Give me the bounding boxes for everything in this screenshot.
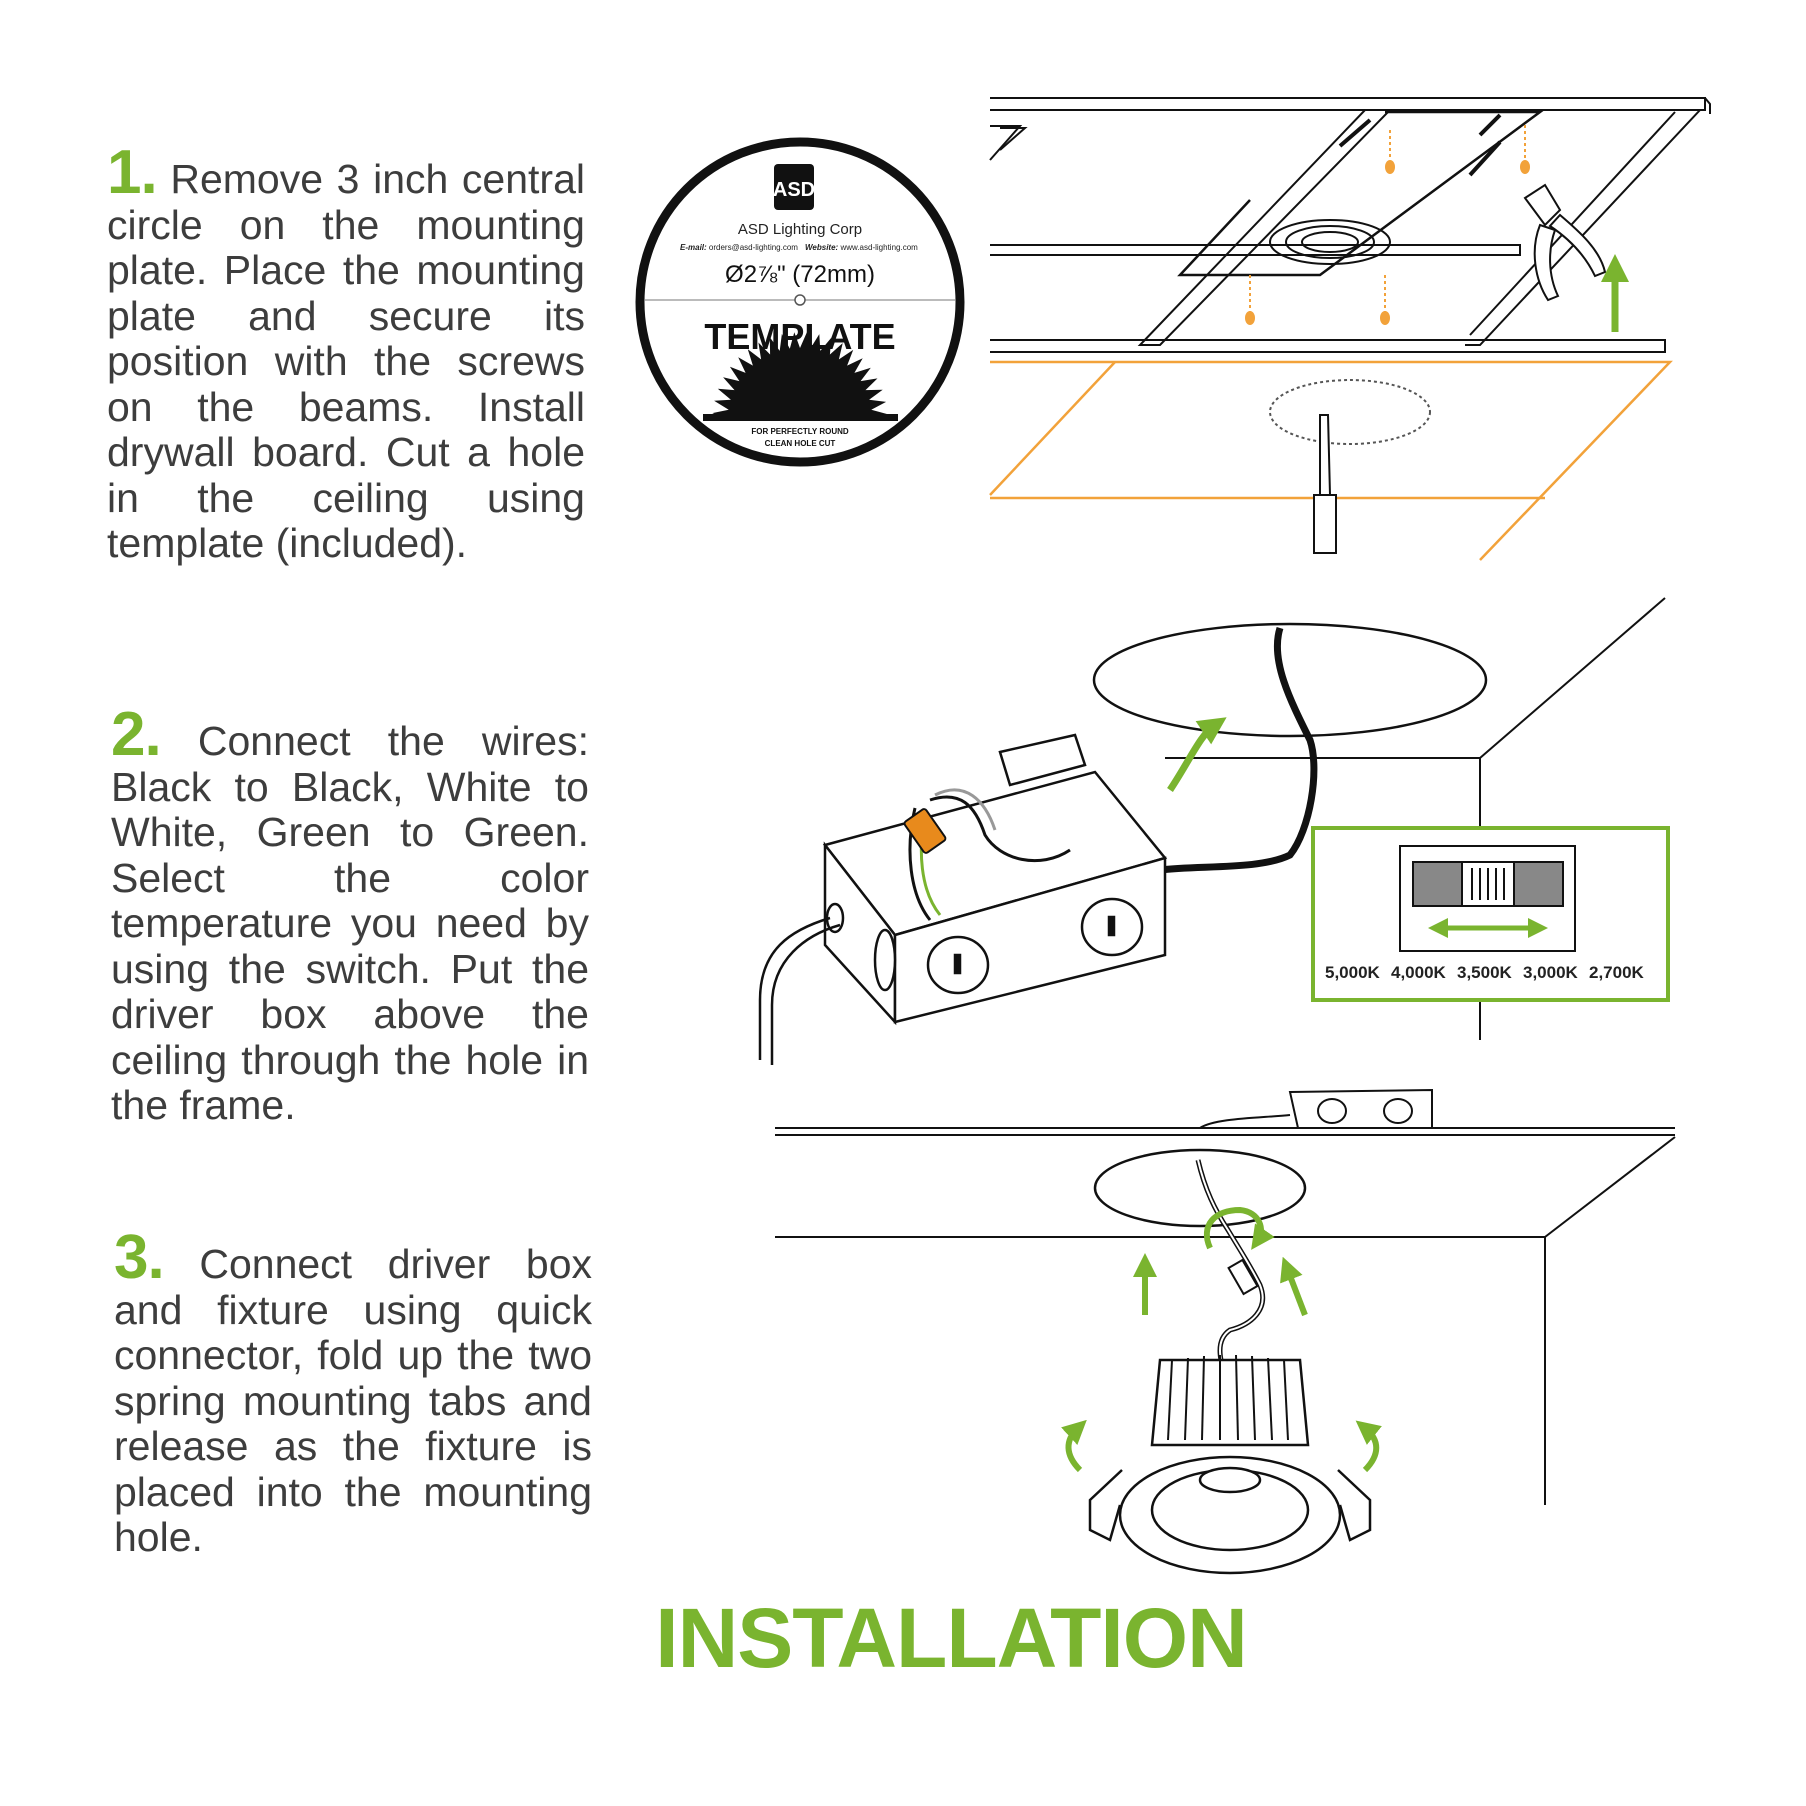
template-size: Ø2⅞" (72mm) (725, 261, 875, 288)
template-email: E-mail: orders@asd-lighting.com (680, 243, 798, 252)
color-temperature-switch-panel: 5,000K 4,000K 3,500K 3,000K 2,700K (1311, 826, 1670, 1002)
wire-connector-icon (903, 808, 947, 854)
step-2-instructions: 2. Connect the wires: Black to Black, Wh… (111, 704, 589, 1129)
template-center-mark (794, 294, 806, 306)
template-website: Website: www.asd-lighting.com (805, 243, 918, 252)
tab-fold-arrow-right-icon (1355, 1420, 1382, 1473)
step-3-text: Connect driver box and fixture using qui… (114, 1241, 592, 1560)
pliers-icon (1523, 183, 1607, 302)
driver-box (822, 733, 1168, 1026)
switch-label-3000k: 3,000K (1523, 963, 1579, 982)
switch-label-3500k: 3,500K (1457, 963, 1513, 982)
jigsaw-icon (1313, 414, 1337, 554)
tab-fold-arrow-left-icon (1061, 1419, 1087, 1473)
step-1-instructions: 1. Remove 3 inch central circle on the m… (107, 142, 585, 567)
step-2-text: Connect the wires: Black to Black, White… (111, 718, 589, 1128)
template-tagline-2: CLEAN HOLE CUT (765, 439, 836, 448)
figure-mounting-plate (989, 97, 1711, 353)
template-tagline-1: FOR PERFECTLY ROUND (751, 427, 849, 436)
step-3-number: 3. (114, 1223, 165, 1292)
switch-label-4000k: 4,000K (1391, 963, 1447, 982)
step-3-instructions: 3. Connect driver box and fixture using … (114, 1227, 592, 1561)
saw-blade-icon (712, 332, 888, 427)
ceiling-hole-3 (1093, 1148, 1307, 1228)
cut-circle-outline (1269, 379, 1431, 445)
arrow-rotate-icon (1203, 1206, 1275, 1250)
figure-drywall-board (989, 360, 1673, 561)
step-1-text: Remove 3 inch central circle on the moun… (107, 156, 585, 566)
asd-logo-text: ASD (773, 179, 815, 201)
arrow-curved-up-icon (1167, 717, 1227, 792)
step-1-number: 1. (107, 138, 158, 207)
step-2-number: 2. (111, 700, 162, 769)
driver-cable (1159, 626, 1318, 874)
template-sticker: ASD ASD Lighting Corp E-mail: orders@asd… (635, 137, 965, 467)
asd-logo (774, 164, 814, 210)
switch-label-5000k: 5,000K (1325, 963, 1381, 982)
driver-box-small (1199, 1088, 1433, 1129)
figure-ceiling-3 (775, 1127, 1676, 1505)
template-company: ASD Lighting Corp (738, 221, 862, 238)
quick-connector-icon (1227, 1258, 1259, 1296)
led-fixture (1088, 1354, 1372, 1575)
ceiling-hole (1092, 622, 1488, 738)
figure-screws (1245, 125, 1530, 325)
switch-label-2700k: 2,700K (1589, 963, 1645, 982)
power-cable (758, 916, 831, 1060)
arrow-up-right-icon (1280, 1256, 1308, 1317)
page-title: INSTALLATION (655, 1591, 1247, 1685)
